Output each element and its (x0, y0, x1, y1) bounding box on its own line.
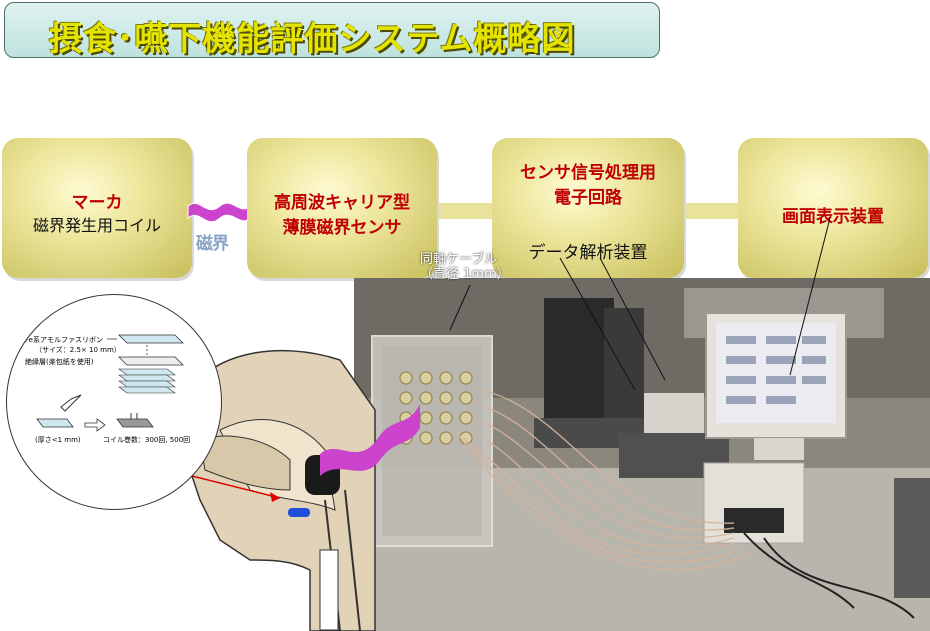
marker-title: マーカ (71, 193, 123, 213)
coil-inset-diagram: Fe系アモルファスリボン （サイズ：2.5× 10 mm） 絶縁層(楽包紙を使用… (6, 294, 222, 510)
circuit-line3: データ解析装置 (528, 243, 648, 263)
head-magnetic-wave-icon (320, 404, 420, 476)
inset-thickness-label: (厚さ<1 mm) (35, 436, 81, 444)
inset-insulation-label: 絶縁層(楽包紙を使用) (25, 358, 94, 366)
connector-circuit-display (682, 203, 740, 219)
inset-size-label: （サイズ：2.5× 10 mm） (35, 346, 121, 354)
title-banner: 摂食･嚥下機能評価システム概略図 (4, 2, 660, 58)
block-circuit: センサ信号処理用 電子回路 データ解析装置 (492, 138, 684, 278)
marker-subtitle: 磁界発生用コイル (32, 216, 161, 235)
cable-label-line1: 同軸ケーブル (420, 252, 498, 267)
magnetic-field-label: 磁界 (196, 234, 229, 254)
circuit-line2: 電子回路 (554, 188, 622, 208)
cable-label-line2: （直径 1mm） (420, 267, 510, 282)
magnetic-wave-icon (187, 202, 251, 223)
block-sensor: 高周波キャリア型 薄膜磁界センサ (247, 138, 437, 278)
circuit-line1: センサ信号処理用 (520, 163, 656, 183)
page-title: 摂食･嚥下機能評価システム概略図 (49, 19, 576, 58)
inset-material-label: Fe系アモルファスリボン (25, 336, 103, 344)
inset-coil-label: コイル巻数：300回, 500回 (103, 436, 191, 444)
inset-shapes (36, 334, 184, 432)
block-marker: マーカ 磁界発生用コイル (2, 138, 192, 278)
block-display: 画面表示装置 (738, 138, 928, 278)
cable-label: 同軸ケーブル （直径 1mm） (420, 252, 510, 282)
display-line1: 画面表示装置 (782, 207, 884, 227)
lab-scene-illustration (354, 278, 930, 631)
sensor-line2: 薄膜磁界センサ (282, 218, 402, 238)
sensor-line1: 高周波キャリア型 (274, 193, 410, 213)
head-cross-section-illustration (140, 349, 376, 631)
connector-sensor-circuit (436, 203, 494, 219)
lab-equipment-photo (354, 278, 930, 631)
